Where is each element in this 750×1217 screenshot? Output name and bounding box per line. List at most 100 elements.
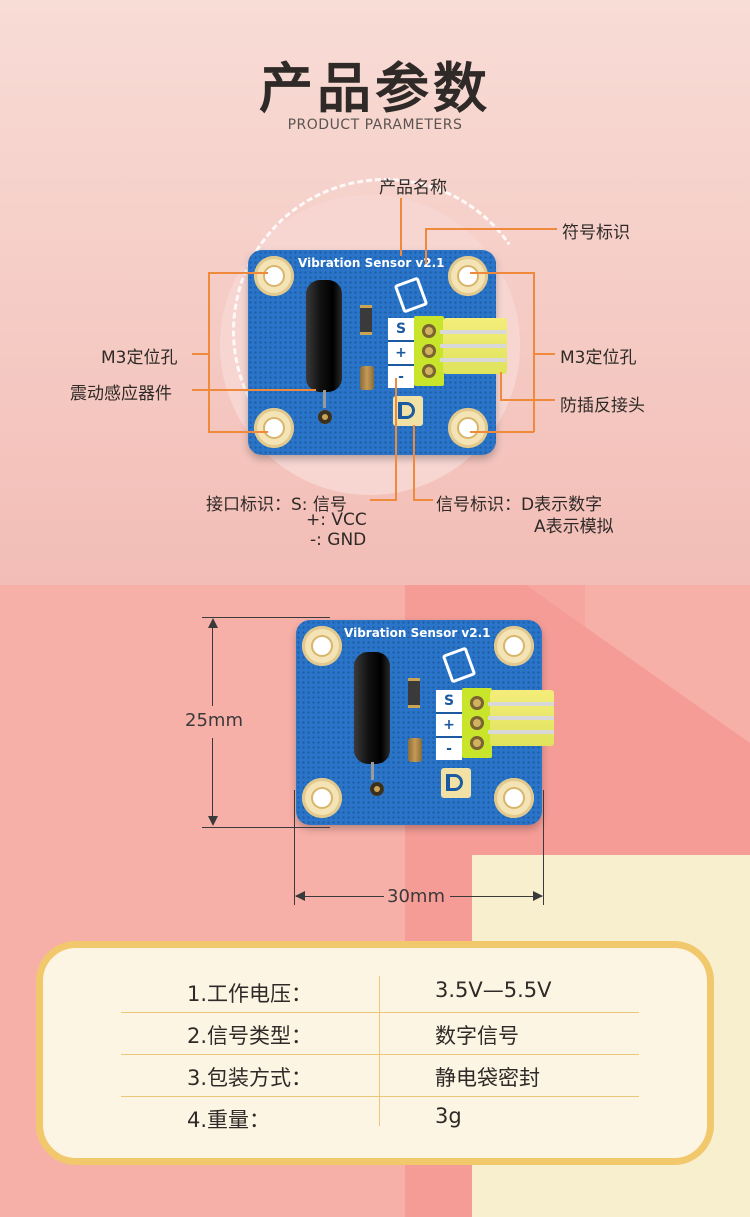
callout-product-name: 产品名称 bbox=[379, 178, 447, 198]
resistor bbox=[360, 305, 372, 335]
callout-interface-line1: 接口标识：S: 信号 bbox=[206, 495, 347, 515]
mounting-hole-bottom-right bbox=[494, 778, 534, 818]
callout-vibration-component: 震动感应器件 bbox=[70, 384, 172, 404]
leader-interface-h bbox=[370, 499, 397, 501]
spec-value: 3.5V—5.5V bbox=[435, 978, 552, 1002]
spec-divider bbox=[121, 1054, 639, 1055]
plug-wire bbox=[488, 702, 554, 706]
leader-product-name bbox=[400, 198, 402, 256]
pin-label-block: S + - bbox=[388, 318, 414, 388]
height-ext-bottom bbox=[202, 827, 330, 828]
tube-lead bbox=[371, 762, 374, 780]
vibration-tube bbox=[354, 652, 390, 764]
leader-right-top bbox=[470, 272, 534, 274]
spec-label: 3.包装方式： bbox=[187, 1066, 313, 1090]
spec-row-signal-type: 2.信号类型： 数字信号 bbox=[123, 1012, 639, 1054]
pin-label-gnd: - bbox=[398, 369, 404, 385]
mounting-hole-bottom-left bbox=[254, 408, 294, 448]
width-ext-left bbox=[294, 790, 295, 905]
solder-pad bbox=[370, 782, 384, 796]
leader-right-bottom bbox=[470, 431, 534, 433]
mounting-hole-top-right bbox=[448, 256, 488, 296]
callout-symbol-mark: 符号标识 bbox=[562, 223, 630, 243]
pin-label-vcc: + bbox=[388, 342, 414, 366]
vibration-symbol-icon bbox=[441, 646, 477, 684]
spec-label: 2.信号类型： bbox=[187, 1024, 313, 1048]
sensor-board-annotated: Vibration Sensor v2.1 S + - bbox=[248, 250, 496, 455]
tube-lead bbox=[323, 390, 326, 408]
leader-plug-h bbox=[500, 399, 555, 401]
plug-wire bbox=[488, 716, 554, 720]
spec-label: 1.工作电压： bbox=[187, 982, 313, 1006]
leader-left-bracket bbox=[208, 272, 210, 432]
leader-left-top bbox=[208, 272, 268, 274]
spec-divider bbox=[121, 1012, 639, 1013]
digital-signal-mark bbox=[441, 768, 471, 798]
capacitor bbox=[408, 738, 422, 762]
callout-signal-line1: 信号标识：D表示数字 bbox=[436, 495, 603, 515]
spec-label: 4.重量： bbox=[187, 1108, 271, 1132]
connector-pin bbox=[422, 364, 436, 378]
plug-wire bbox=[488, 730, 554, 734]
pin-label-block: S + - bbox=[436, 690, 462, 760]
callout-interface-line3: -: GND bbox=[310, 530, 367, 550]
solder-pad bbox=[318, 410, 332, 424]
spec-row-weight: 4.重量： 3g bbox=[123, 1096, 639, 1138]
board-name-label: Vibration Sensor v2.1 bbox=[344, 626, 491, 640]
mounting-hole-bottom-left bbox=[302, 778, 342, 818]
plug-wire bbox=[440, 358, 506, 362]
callout-m3-hole-right: M3定位孔 bbox=[560, 348, 637, 368]
page-title: 产品参数 bbox=[259, 57, 491, 120]
spec-row-packaging: 3.包装方式： 静电袋密封 bbox=[123, 1054, 639, 1096]
mounting-hole-top-left bbox=[302, 626, 342, 666]
spec-value: 3g bbox=[435, 1104, 462, 1128]
width-arrow-right bbox=[533, 891, 543, 901]
spec-card: 1.工作电压： 3.5V—5.5V 2.信号类型： 数字信号 3.包装方式： 静… bbox=[36, 941, 714, 1165]
connector-housing bbox=[462, 688, 492, 758]
leader-signal-h bbox=[413, 499, 433, 501]
height-line-lower bbox=[212, 738, 213, 824]
vibration-symbol-icon bbox=[393, 276, 429, 314]
width-ext-right bbox=[543, 790, 544, 905]
leader-plug-v bbox=[500, 372, 502, 400]
height-arrow-up bbox=[208, 618, 218, 628]
width-arrow-left bbox=[295, 891, 305, 901]
connector-housing bbox=[414, 316, 444, 386]
page-subtitle: PRODUCT PARAMETERS bbox=[287, 117, 463, 133]
pin-label-signal: S bbox=[388, 318, 414, 342]
leader-symbol-v bbox=[425, 228, 427, 264]
leader-right-m3 bbox=[533, 353, 555, 355]
mounting-hole-top-right bbox=[494, 626, 534, 666]
vibration-tube bbox=[306, 280, 342, 392]
pin-label-gnd: - bbox=[446, 741, 452, 757]
connector-pin bbox=[422, 344, 436, 358]
mounting-hole-bottom-right bbox=[448, 408, 488, 448]
callout-m3-hole-left: M3定位孔 bbox=[101, 348, 178, 368]
connector-pin bbox=[470, 696, 484, 710]
connector-pin bbox=[470, 716, 484, 730]
leader-signal-v bbox=[413, 425, 415, 501]
mounting-hole-top-left bbox=[254, 256, 294, 296]
leader-left-bottom bbox=[208, 431, 268, 433]
leader-right-bracket bbox=[533, 272, 535, 432]
spec-divider bbox=[121, 1096, 639, 1097]
pin-label-vcc: + bbox=[436, 714, 462, 738]
spec-column-divider bbox=[379, 976, 380, 1126]
connector-pin bbox=[470, 736, 484, 750]
height-line-upper bbox=[212, 620, 213, 706]
board-name-label: Vibration Sensor v2.1 bbox=[298, 256, 445, 270]
callout-interface-line2: +: VCC bbox=[306, 510, 367, 530]
pin-label-signal: S bbox=[436, 690, 462, 714]
spec-value: 静电袋密封 bbox=[435, 1066, 540, 1090]
resistor bbox=[408, 678, 420, 708]
leader-interface-v bbox=[395, 378, 397, 500]
callout-anti-reverse: 防插反接头 bbox=[560, 396, 645, 416]
spec-value: 数字信号 bbox=[435, 1024, 519, 1048]
width-line-right bbox=[450, 896, 542, 897]
plug-wire bbox=[440, 344, 506, 348]
height-arrow-down bbox=[208, 816, 218, 826]
callout-signal-line2: A表示模拟 bbox=[534, 517, 614, 537]
capacitor bbox=[360, 366, 374, 390]
plug-wire bbox=[440, 330, 506, 334]
